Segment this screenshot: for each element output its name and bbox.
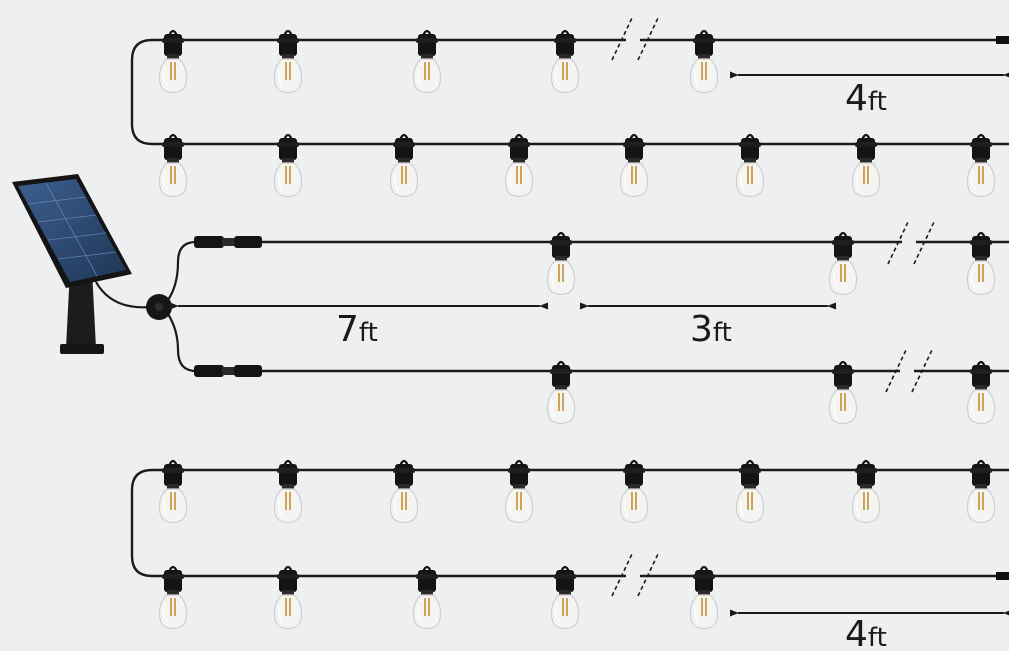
light-bulb [620, 135, 647, 197]
light-bulb [413, 31, 440, 93]
light-bulb [159, 31, 186, 93]
light-bulb [159, 567, 186, 629]
top-wire-end-plug [996, 36, 1009, 44]
light-bulb [829, 233, 856, 295]
top-spacing-dimension: 4ft [738, 75, 1004, 119]
light-bulb [390, 135, 417, 197]
light-bulb [551, 31, 578, 93]
light-bulb [413, 567, 440, 629]
bottom-wire-end-plug [996, 572, 1009, 580]
light-bulb [967, 233, 994, 295]
light-bulb [967, 135, 994, 197]
light-bulb [736, 461, 763, 523]
light-bulb [690, 567, 717, 629]
lead-length-dimension: 7ft [178, 306, 540, 350]
bulb-spacing-label: 3ft [690, 309, 732, 350]
light-bulb [852, 461, 879, 523]
light-bulb [159, 461, 186, 523]
light-bulb [274, 567, 301, 629]
lower-connector [194, 365, 262, 377]
bulb-spacing-dimension: 3ft [588, 306, 828, 350]
cable-splitter-hub [146, 294, 172, 320]
upper-connector [194, 236, 262, 248]
light-bulb [274, 31, 301, 93]
light-bulb [620, 461, 647, 523]
light-bulb [505, 135, 532, 197]
light-bulb [274, 135, 301, 197]
light-bulb [274, 461, 301, 523]
bottom-spacing-dimension: 4ft [738, 613, 1004, 646]
solar-panel [12, 174, 132, 354]
lead-length-label: 7ft [336, 309, 378, 350]
light-bulb [736, 135, 763, 197]
light-bulb [547, 362, 574, 424]
bottom-spacing-label: 4ft [845, 614, 887, 646]
light-bulb [829, 362, 856, 424]
light-bulb [547, 233, 574, 295]
bottom-loop-wire [132, 470, 1009, 576]
light-bulb [967, 461, 994, 523]
light-bulb [852, 135, 879, 197]
bulbs-layer [159, 31, 994, 629]
light-bulb [551, 567, 578, 629]
top-spacing-label: 4ft [845, 78, 887, 119]
light-bulb [690, 31, 717, 93]
light-bulb [390, 461, 417, 523]
light-bulb [505, 461, 532, 523]
light-bulb [159, 135, 186, 197]
light-bulb [967, 362, 994, 424]
